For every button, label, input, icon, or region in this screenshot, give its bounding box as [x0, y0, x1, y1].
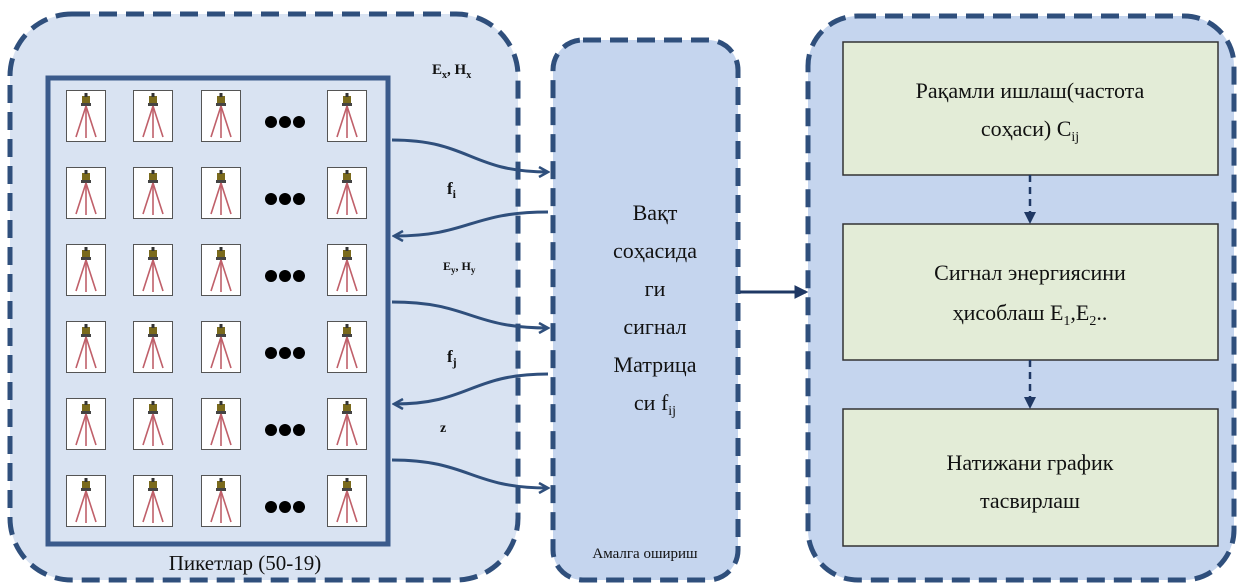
connectors	[391, 138, 809, 488]
arrow-row1-to-matrix	[391, 138, 548, 172]
tripod-instrument-icon	[201, 90, 241, 142]
picket-grid	[66, 90, 367, 527]
tripod-instrument-icon	[133, 475, 173, 527]
tripod-instrument-icon	[201, 475, 241, 527]
tripod-instrument-icon	[133, 167, 173, 219]
tripod-instrument-icon	[327, 244, 367, 296]
box2-line1: Сигнал энергиясини	[934, 260, 1126, 285]
tripod-instrument-icon	[327, 475, 367, 527]
tripod-instrument-icon	[133, 90, 173, 142]
ellipsis-dots-icon	[265, 116, 305, 128]
tripod-instrument-icon	[201, 398, 241, 450]
arrow-matrix-to-row3	[394, 210, 549, 236]
tripod-instrument-icon	[133, 398, 173, 450]
middle-line-3: ги	[645, 276, 666, 301]
tripod-instrument-icon	[133, 321, 173, 373]
tripod-instrument-icon	[66, 167, 106, 219]
ellipsis-dots-icon	[265, 347, 305, 359]
middle-panel: Вақт соҳасида ги сигнал Матрица си fij А…	[550, 37, 741, 583]
left-panel: Пикетлар (50-19)	[7, 11, 521, 583]
tripod-instrument-icon	[66, 475, 106, 527]
middle-line-4: сигнал	[623, 314, 686, 339]
box2-line2: ҳисоблаш E1,E2..	[953, 300, 1108, 329]
arrow-matrix-to-row5	[394, 372, 549, 404]
process-box-plot	[842, 408, 1219, 547]
tripod-instrument-icon	[66, 321, 106, 373]
ellipsis-dots-icon	[265, 424, 305, 436]
box1-line2: соҳаси) Cij	[981, 116, 1079, 145]
middle-line-5: Матрица	[614, 352, 697, 377]
middle-panel-border	[550, 37, 741, 583]
process-box-energy	[842, 223, 1219, 361]
tripod-instrument-icon	[66, 90, 106, 142]
tripod-instrument-icon	[201, 321, 241, 373]
left-panel-footer: Пикетлар (50-19)	[169, 551, 322, 575]
middle-line-1: Вақт	[633, 200, 678, 225]
picket-grid-frame	[45, 75, 391, 547]
arrow-row4-to-matrix	[391, 300, 548, 328]
tripod-instrument-icon	[327, 90, 367, 142]
tripod-instrument-icon	[201, 167, 241, 219]
ellipsis-dots-icon	[265, 501, 305, 513]
tripod-instrument-icon	[66, 244, 106, 296]
signal-labels: Ex, Hx fi Ey, Hy fj z	[432, 62, 476, 436]
arrow-row6-to-matrix	[391, 458, 548, 488]
box3-line2: тасвирлаш	[980, 488, 1080, 513]
tripod-instrument-icon	[327, 321, 367, 373]
label-ey-hy: Ey, Hy	[443, 259, 476, 275]
label-z: z	[440, 421, 446, 436]
middle-line-6: си fij	[634, 390, 676, 419]
middle-panel-footer: Амалга ошириш	[592, 546, 698, 562]
label-ex-hx: Ex, Hx	[432, 62, 471, 81]
ellipsis-dots-icon	[265, 270, 305, 282]
tripod-instrument-icon	[201, 244, 241, 296]
tripod-instrument-icon	[66, 398, 106, 450]
label-fj: fj	[447, 347, 457, 369]
middle-line-2: соҳасида	[613, 238, 697, 263]
label-fi: fi	[447, 179, 457, 201]
box1-line1: Рақамли ишлаш(частота	[916, 78, 1145, 103]
process-box-digital	[842, 41, 1219, 176]
tripod-instrument-icon	[327, 398, 367, 450]
ellipsis-dots-icon	[265, 193, 305, 205]
tripod-instrument-icon	[133, 244, 173, 296]
tripod-instrument-icon	[327, 167, 367, 219]
box3-line1: Натижани график	[947, 450, 1114, 475]
right-panel: Рақамли ишлаш(частота соҳаси) Cij Сигнал…	[805, 13, 1237, 583]
